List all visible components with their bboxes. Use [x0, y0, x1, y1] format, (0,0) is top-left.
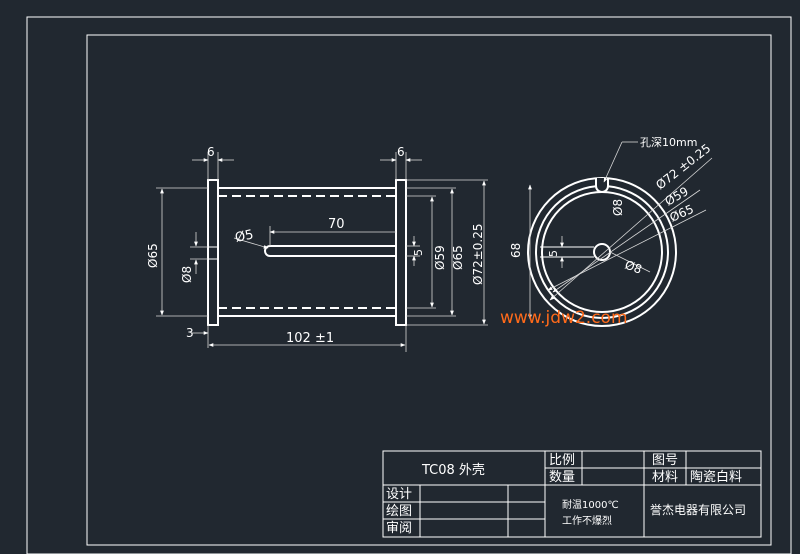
dim-flange-72: Ø72±0.25	[471, 224, 485, 286]
side-view	[207, 179, 407, 326]
end-dim-notch-8: Ø8	[611, 199, 625, 216]
dim-slot-5: 5	[412, 249, 425, 256]
dim-top-left: 6	[207, 145, 215, 159]
dim-total-102: 102 ±1	[286, 331, 334, 346]
dim-center-8: Ø8	[180, 266, 194, 283]
inner-circle	[541, 191, 663, 313]
scale-label: 比例	[549, 453, 575, 468]
left-flange	[207, 179, 219, 326]
sheet-inner-border	[86, 34, 772, 546]
end-dim-height-68: 68	[509, 243, 523, 258]
part-name: TC08 外壳	[421, 463, 485, 478]
material-value: 陶瓷白料	[690, 469, 742, 485]
drawing-no-label: 图号	[652, 453, 678, 468]
note-line-2: 工作不爆烈	[562, 515, 612, 527]
dim-outer-65-left: Ø65	[146, 243, 160, 268]
dim-outer-65-right: Ø65	[451, 245, 465, 270]
dim-hole-5: Ø5	[234, 227, 255, 246]
slot-outline	[264, 245, 396, 257]
draw-label: 绘图	[386, 504, 412, 519]
company-name: 誉杰电器有限公司	[650, 503, 746, 517]
top-notch	[595, 178, 609, 193]
dim-inner-59: Ø59	[433, 245, 447, 270]
right-flange	[395, 179, 407, 326]
design-label: 设计	[386, 487, 412, 502]
note-line-1: 耐温1000℃	[562, 498, 619, 511]
dim-top-right: 6	[397, 145, 405, 159]
dim-wall-3: 3	[186, 326, 194, 340]
end-dim-center-8: Ø8	[623, 258, 644, 277]
quantity-label: 数量	[549, 470, 575, 485]
watermark: www.jdw2.com	[500, 308, 628, 328]
dim-length-70: 70	[328, 217, 345, 232]
sheet-outer-border	[26, 16, 792, 554]
hole-depth-note: 孔深10mm	[640, 136, 697, 149]
title-block: TC08 外壳 比例 数量 图号 材料 陶瓷白料 设计 绘图 审阅 耐温1000…	[382, 450, 762, 538]
material-label: 材料	[652, 470, 678, 485]
end-dim-slot-5: 5	[547, 250, 560, 257]
side-dimensions: 6 6 70 Ø5 5 Ø59 Ø65	[146, 145, 488, 352]
review-label: 审阅	[386, 521, 412, 536]
